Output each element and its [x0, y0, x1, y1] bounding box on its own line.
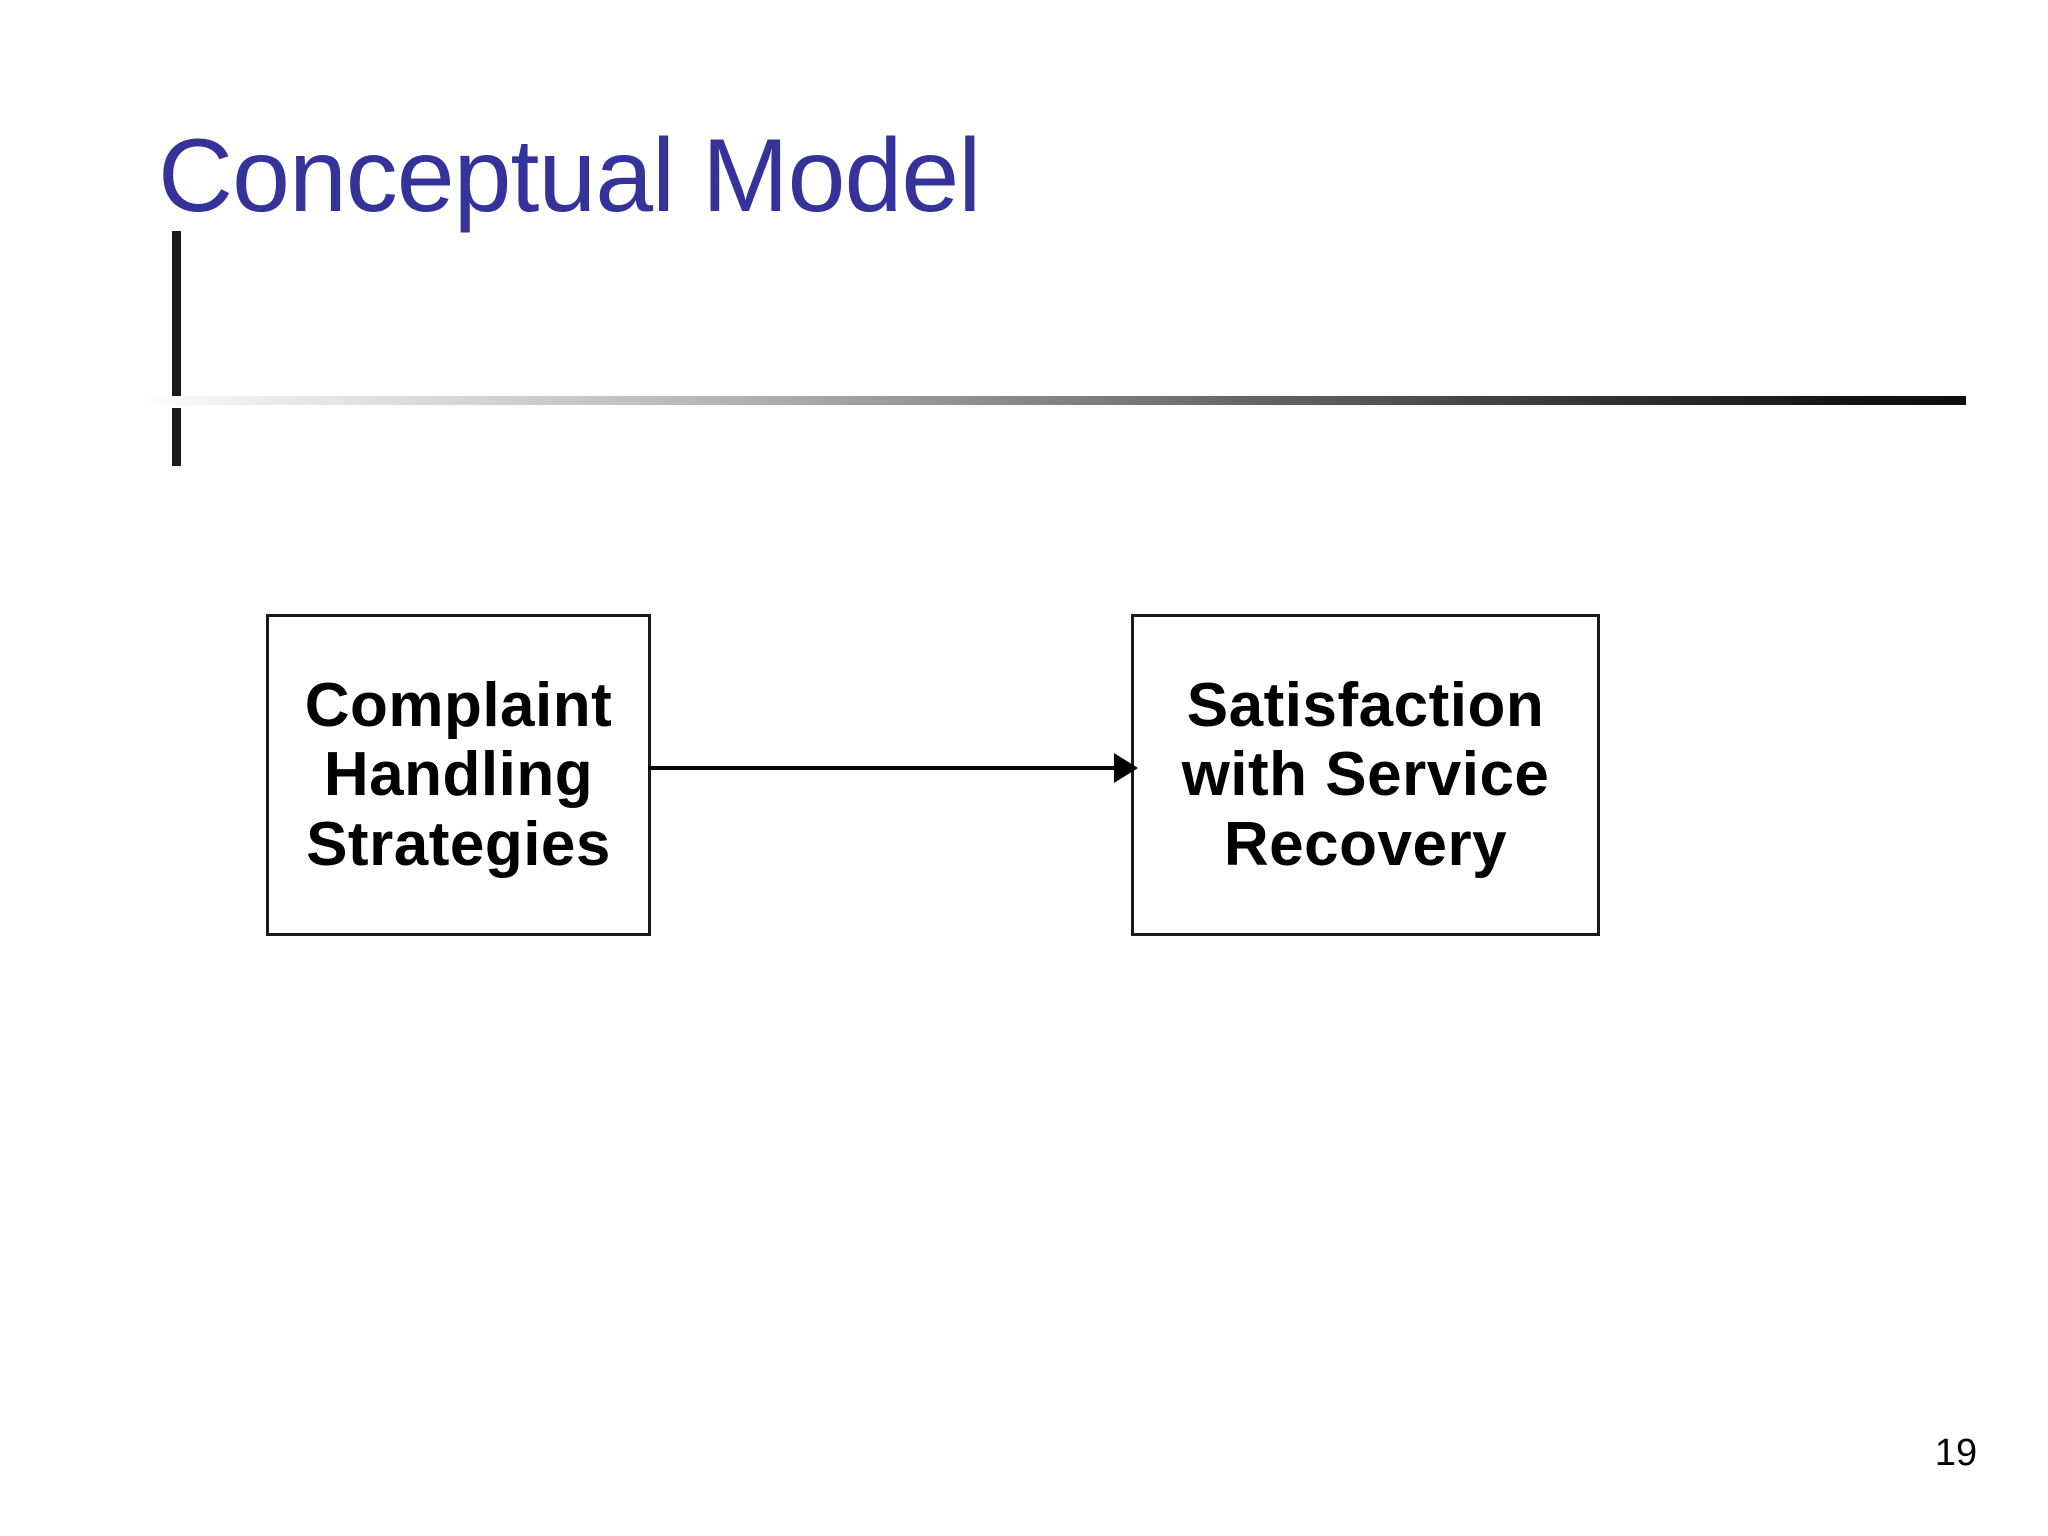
diagram-arrow-icon	[648, 753, 1138, 783]
diagram-node-satisfaction-with-service-recovery: Satisfaction with Service Recovery	[1131, 614, 1600, 936]
node-label: Complaint Handling Strategies	[305, 671, 613, 879]
node-label-line: with Service	[1181, 740, 1550, 810]
title-accent-bar-lower	[172, 408, 181, 466]
node-label: Satisfaction with Service Recovery	[1182, 671, 1550, 879]
arrow-head	[1114, 753, 1138, 783]
page-number: 19	[1934, 1432, 1978, 1474]
page-title: Conceptual Model	[158, 118, 981, 234]
title-divider-rule	[140, 396, 1966, 405]
title-accent-bar-upper	[172, 231, 181, 398]
node-label-line: Recovery	[1223, 809, 1508, 879]
node-label-line: Satisfaction	[1186, 670, 1545, 740]
node-label-line: Handling	[323, 740, 594, 810]
node-label-line: Complaint	[304, 670, 613, 740]
diagram-node-complaint-handling-strategies: Complaint Handling Strategies	[266, 614, 651, 936]
node-label-line: Strategies	[306, 809, 611, 879]
